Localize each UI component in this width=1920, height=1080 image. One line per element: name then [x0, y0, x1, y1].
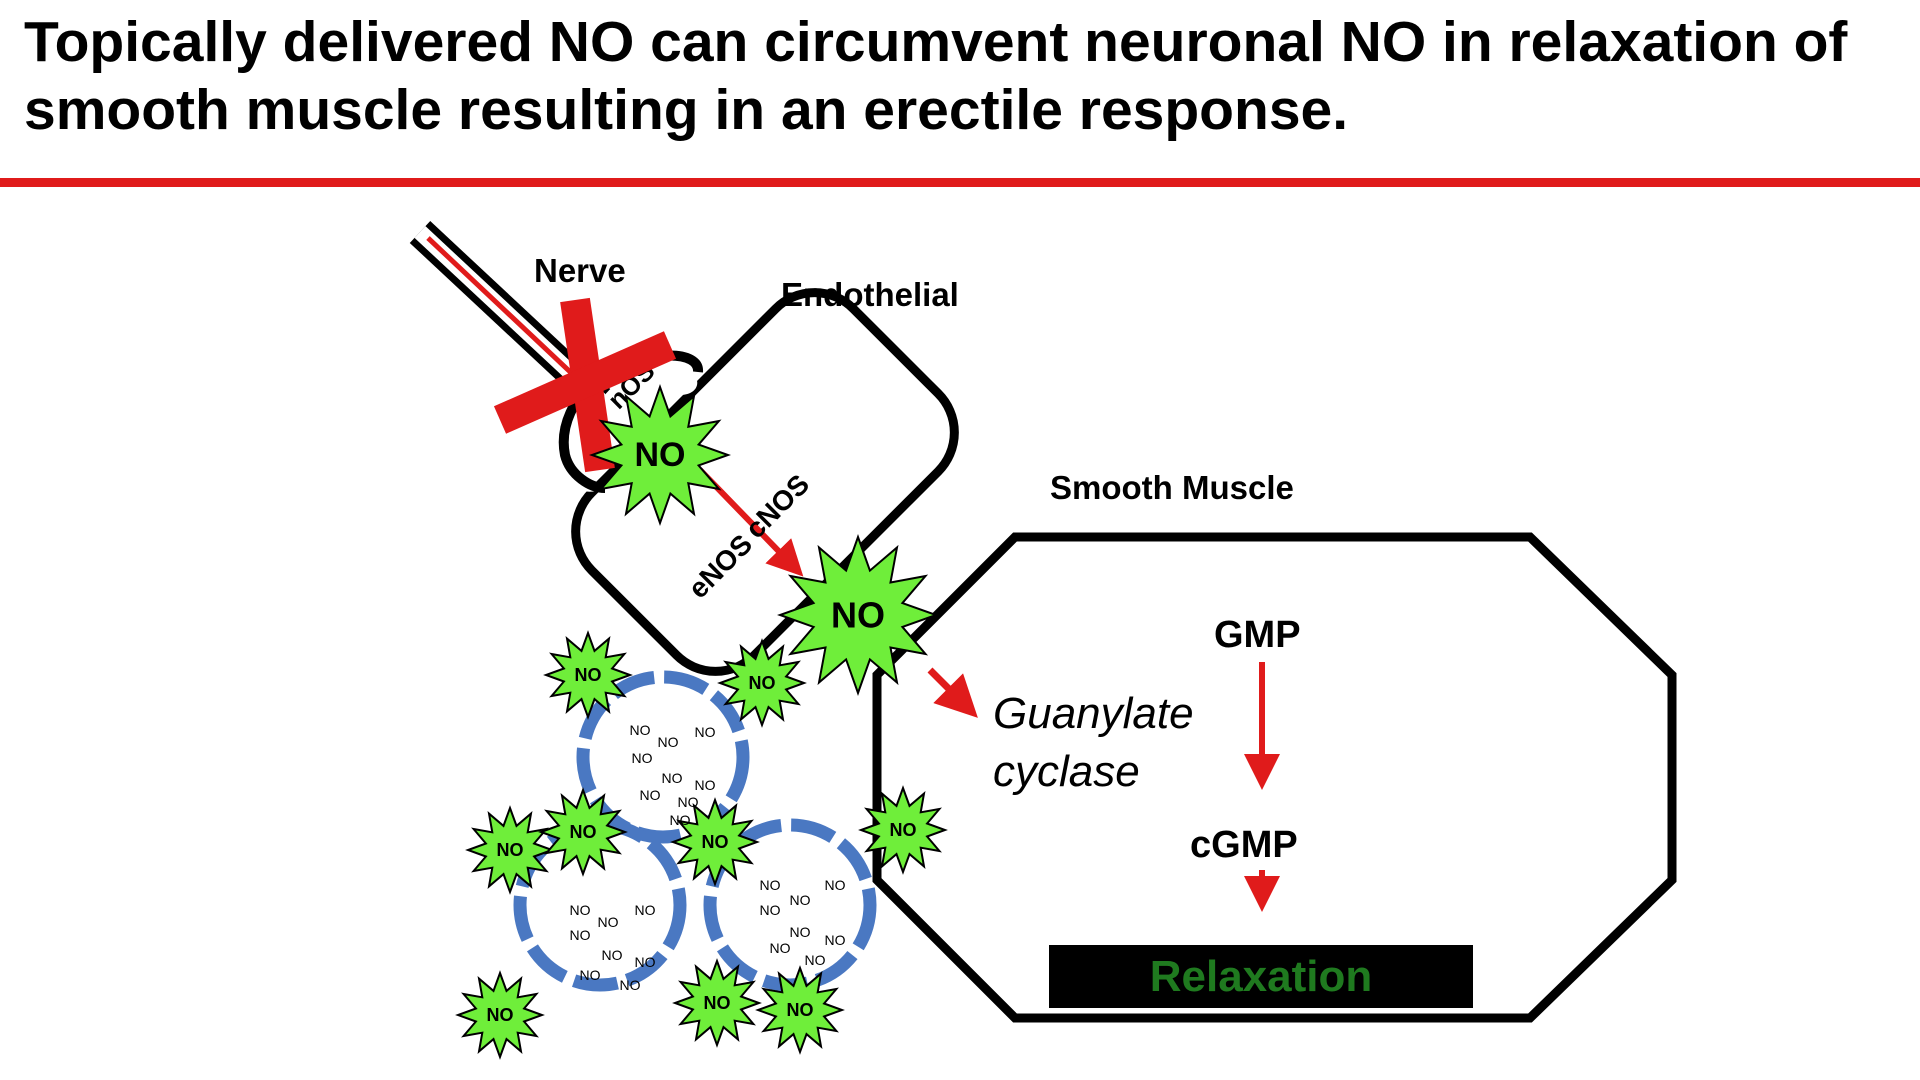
no-star-burst: NO — [543, 630, 633, 720]
no-star-burst: NO — [755, 965, 845, 1055]
vesicle-no-molecule: NO — [632, 750, 653, 766]
vesicle-no-molecule: NO — [825, 877, 846, 893]
no-star-shape — [672, 958, 762, 1048]
gmp-label: GMP — [1214, 614, 1301, 656]
vesicle-no-molecule: NO — [602, 947, 623, 963]
vesicle-no-molecule: NO — [770, 940, 791, 956]
no-star-shape — [538, 787, 628, 877]
no-star-label: NO — [570, 822, 597, 842]
vesicle-no-molecule: NO — [635, 902, 656, 918]
relaxation-label: Relaxation — [1150, 952, 1373, 1001]
guanylate-cyclase-label-line2: cyclase — [993, 747, 1140, 796]
no-vesicle — [576, 670, 750, 844]
vesicle-no-molecule: NO — [570, 902, 591, 918]
vesicle-no-molecule: NO — [640, 787, 661, 803]
vesicle-no-molecule: NO — [598, 914, 619, 930]
vesicle-no-molecule: NO — [658, 734, 679, 750]
no-star-burst: NO — [717, 638, 807, 728]
no-to-guanylate-arrow — [927, 667, 978, 718]
relaxation-box — [1049, 945, 1473, 1008]
vesicle-no-molecule: NO — [630, 722, 651, 738]
nerve-label: Nerve — [534, 252, 626, 289]
no-star-shape — [670, 797, 760, 887]
vesicle-no-molecule: NO — [790, 892, 811, 908]
no-star-label: NO — [487, 1005, 514, 1025]
vesicle-no-molecule: NO — [678, 794, 699, 810]
no-star-shape — [543, 630, 633, 720]
no-star-burst: NO — [538, 787, 628, 877]
guanylate-cyclase-label-line1: Guanylate — [993, 689, 1194, 738]
vesicle-no-molecule: NO — [760, 902, 781, 918]
no-vesicle — [513, 818, 687, 992]
no-star-label: NO — [497, 840, 524, 860]
endothelial-label: Endothelial — [781, 276, 959, 313]
no-star-burst: NO — [465, 805, 555, 895]
cgmp-label: cGMP — [1190, 824, 1298, 866]
no-star-burst: NO — [670, 797, 760, 887]
no-star-label: NO — [704, 993, 731, 1013]
vesicle-no-molecule: NO — [635, 954, 656, 970]
vesicle-no-molecule: NO — [570, 927, 591, 943]
no-star-label: NO — [702, 832, 729, 852]
no-star-burst: NO — [858, 785, 948, 875]
no-star-burst: NO — [672, 958, 762, 1048]
vesicle-no-molecule: NO — [825, 932, 846, 948]
endothelial-cell — [571, 288, 959, 676]
vesicle-no-molecule: NO — [695, 724, 716, 740]
no-star-shape — [455, 970, 545, 1060]
title-divider — [0, 178, 1920, 187]
blocked-x-mark-2 — [493, 331, 677, 434]
no-star-burst: NO — [777, 534, 939, 696]
no-star-burst: NO — [589, 384, 731, 526]
vesicle-no-contents: NO NO NO NO NO NO NO NO NO NO NO NO NO NO NO NO NO NO NO NO… — [570, 722, 846, 993]
no-star-shape — [589, 384, 731, 526]
vesicle-no-molecule: NO — [805, 952, 826, 968]
vesicle-no-molecule: NO — [662, 770, 683, 786]
no-star-label: NO — [890, 820, 917, 840]
no-star-burst: NO — [455, 970, 545, 1060]
no-star-shape — [717, 638, 807, 728]
no-star-label: NO — [635, 436, 686, 474]
vesicle-no-molecule: NO — [620, 977, 641, 993]
vesicle-no-molecule: NO — [580, 967, 601, 983]
vesicle-no-molecule: NO — [695, 777, 716, 793]
no-star-shape — [777, 534, 939, 696]
vesicle-no-molecule: NO — [670, 812, 691, 828]
vesicle-no-molecule: NO — [790, 924, 811, 940]
vesicle-no-molecule: NO — [760, 877, 781, 893]
no-star-label: NO — [787, 1000, 814, 1020]
no-star-label: NO — [831, 595, 885, 636]
no-star-shape — [755, 965, 845, 1055]
no-star-label: NO — [575, 665, 602, 685]
no-stars: NO NO NO NO NO NO NO NO NO NO NO — [455, 384, 948, 1060]
no-star-label: NO — [749, 673, 776, 693]
smooth-muscle-label: Smooth Muscle — [1050, 469, 1294, 506]
slide-title: Topically delivered NO can circumvent ne… — [24, 10, 1848, 142]
no-star-shape — [858, 785, 948, 875]
